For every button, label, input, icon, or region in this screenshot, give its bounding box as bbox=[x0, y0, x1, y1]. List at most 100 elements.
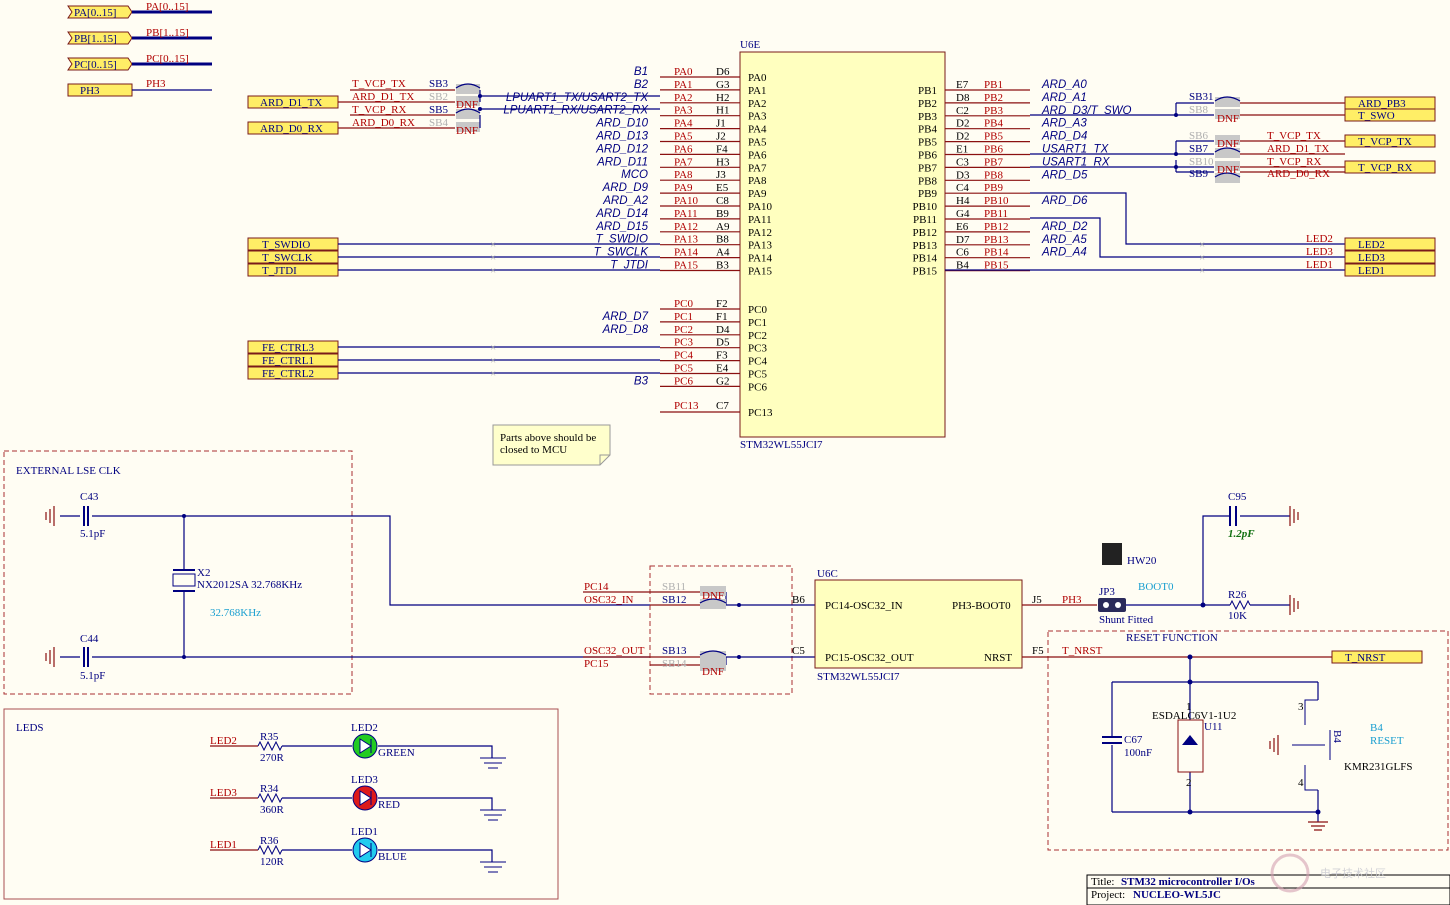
sb3-label: SB3 bbox=[429, 78, 448, 90]
sb2-bridge[interactable] bbox=[456, 96, 480, 106]
sb5-bridge[interactable] bbox=[456, 109, 480, 119]
svg-text:×: × bbox=[490, 252, 496, 264]
pin-name: PC4 bbox=[748, 356, 767, 368]
sb12-bridge[interactable] bbox=[700, 599, 726, 609]
pin-net-label: USART1_TX bbox=[1042, 144, 1110, 156]
u6c-b2: C5 bbox=[792, 645, 805, 657]
reset-net: T_NRST bbox=[1062, 645, 1103, 657]
pin-signal: PC6 bbox=[674, 375, 693, 387]
led-net-led2: LED2 bbox=[1306, 233, 1333, 245]
pin-ball: C8 bbox=[716, 195, 729, 207]
pin-signal: PB13 bbox=[984, 234, 1009, 246]
port-ph3-label: PH3 bbox=[80, 85, 100, 97]
pin-net-label: ARD_D5 bbox=[1041, 169, 1088, 181]
port-t-vcp-tx[interactable] bbox=[1344, 134, 1436, 148]
pin-net-label: USART1_RX bbox=[1042, 156, 1111, 168]
reset-block: RESET FUNCTION T_NRST T_NRST C67 100nF E… bbox=[1022, 630, 1449, 851]
pin-net-label: ARD_D3/T_SWO bbox=[1041, 105, 1132, 117]
u6c-chip[interactable] bbox=[814, 579, 1023, 669]
pin-ball: H1 bbox=[716, 105, 729, 117]
pin-ball: D5 bbox=[716, 337, 730, 349]
pin-signal: PB8 bbox=[984, 169, 1003, 181]
sb13-bridge[interactable] bbox=[700, 651, 726, 661]
jp3-shunt: Shunt Fitted bbox=[1099, 614, 1154, 626]
lse-block: EXTERNAL LSE CLK C43 5.1pF C44 5.1pF X2 … bbox=[3, 450, 650, 695]
pin-name: PB5 bbox=[918, 137, 937, 149]
right-solder-bridges: SB31 SB8 SB6 SB7 SB10 SB9 DNF DNF DNF T_… bbox=[1030, 91, 1436, 183]
sb3-bridge[interactable] bbox=[456, 84, 480, 94]
pin-net-label: ARD_D7 bbox=[602, 311, 649, 323]
bus-port-pc-label: PC[0..15] bbox=[74, 59, 117, 71]
boot-block: PH3 JP3 Shunt Fitted HW20 BOOT0 C95 1.2p… bbox=[1022, 491, 1299, 626]
hw20-label: HW20 bbox=[1127, 555, 1157, 567]
svg-text:×: × bbox=[490, 368, 496, 380]
led-net-led1: LED1 bbox=[1306, 259, 1333, 271]
port-t-vcp-rx-label: T_VCP_RX bbox=[1358, 162, 1412, 174]
c43-value: 5.1pF bbox=[80, 528, 105, 540]
sb9-label: SB9 bbox=[1189, 168, 1208, 180]
pin-ball: H3 bbox=[716, 156, 730, 168]
u6e-part: STM32WL55JCI7 bbox=[740, 439, 823, 451]
pin-name: PC0 bbox=[748, 304, 767, 316]
sb6-label: SB6 bbox=[1189, 130, 1208, 142]
pin-signal: PB3 bbox=[984, 105, 1003, 117]
port-led2[interactable] bbox=[1344, 237, 1436, 251]
sb14-bridge[interactable] bbox=[700, 661, 726, 671]
pin-ball: A4 bbox=[716, 247, 730, 259]
pin-name: PA6 bbox=[748, 149, 767, 161]
sb8-dnf: DNF bbox=[1217, 113, 1239, 125]
sb7-bridge[interactable] bbox=[1215, 148, 1240, 158]
port-led1[interactable] bbox=[1344, 263, 1436, 277]
project-label: Project: bbox=[1091, 889, 1125, 901]
b4-name: RESET bbox=[1370, 735, 1404, 747]
watermark-text: 电子技术社区 bbox=[1320, 866, 1386, 880]
pc13-ball: C7 bbox=[716, 400, 729, 412]
port-t-vcp-rx[interactable] bbox=[1344, 160, 1436, 174]
port-ph3[interactable] bbox=[67, 83, 133, 97]
svg-text:×: × bbox=[1199, 265, 1205, 277]
pin-signal: PB10 bbox=[984, 195, 1009, 207]
port-t-swo[interactable] bbox=[1344, 108, 1436, 122]
u6c-part: STM32WL55JCI7 bbox=[817, 671, 900, 683]
sb6-bridge[interactable] bbox=[1215, 135, 1240, 145]
sb9-bridge[interactable] bbox=[1215, 173, 1240, 183]
sb11-bridge[interactable] bbox=[700, 586, 726, 596]
pin-signal: PA5 bbox=[674, 131, 693, 143]
pin-net-label: LPUART1_TX/USART2_TX bbox=[506, 92, 649, 104]
port-t-nrst[interactable] bbox=[1331, 650, 1423, 664]
bus-port-pa[interactable] bbox=[67, 5, 133, 19]
bus-port-pa-label: PA[0..15] bbox=[74, 7, 116, 19]
pin-net-label: T_SWCLK bbox=[594, 247, 650, 259]
pin-net-label: ARD_D12 bbox=[595, 143, 648, 155]
pin-ball: E5 bbox=[716, 182, 729, 194]
sb8-bridge[interactable] bbox=[1215, 109, 1240, 119]
sb10-bridge[interactable] bbox=[1215, 161, 1240, 171]
pin-signal: PA14 bbox=[674, 247, 699, 259]
pin-signal: PC0 bbox=[674, 298, 693, 310]
pin-ball: G4 bbox=[956, 208, 970, 220]
pin-name: PB9 bbox=[918, 188, 937, 200]
sb8-label: SB8 bbox=[1189, 104, 1208, 116]
pin-signal: PB6 bbox=[984, 144, 1003, 156]
pin-ball: B9 bbox=[716, 208, 729, 220]
sb12-label: SB12 bbox=[662, 594, 686, 606]
pin-name: PB1 bbox=[918, 85, 937, 97]
sb11-dnf: DNF bbox=[702, 590, 724, 602]
pin-net-label: T_JTDI bbox=[610, 260, 649, 272]
bus-port-pb[interactable] bbox=[67, 31, 133, 45]
led-net: LED2 bbox=[210, 735, 237, 747]
u6c-b3: J5 bbox=[1032, 594, 1042, 606]
u6c-pin3: PH3-BOOT0 bbox=[952, 600, 1011, 612]
boot0-label: BOOT0 bbox=[1138, 581, 1174, 593]
sb31-bridge[interactable] bbox=[1215, 97, 1240, 107]
bus-port-pc[interactable] bbox=[67, 57, 133, 71]
jp3-jumper[interactable] bbox=[1098, 598, 1126, 612]
pin-net-label: ARD_D8 bbox=[602, 324, 649, 336]
port-led3[interactable] bbox=[1344, 250, 1436, 264]
sb4-bridge[interactable] bbox=[456, 122, 480, 132]
pin-signal: PB4 bbox=[984, 118, 1003, 130]
port-led3-label: LED3 bbox=[1358, 252, 1385, 264]
